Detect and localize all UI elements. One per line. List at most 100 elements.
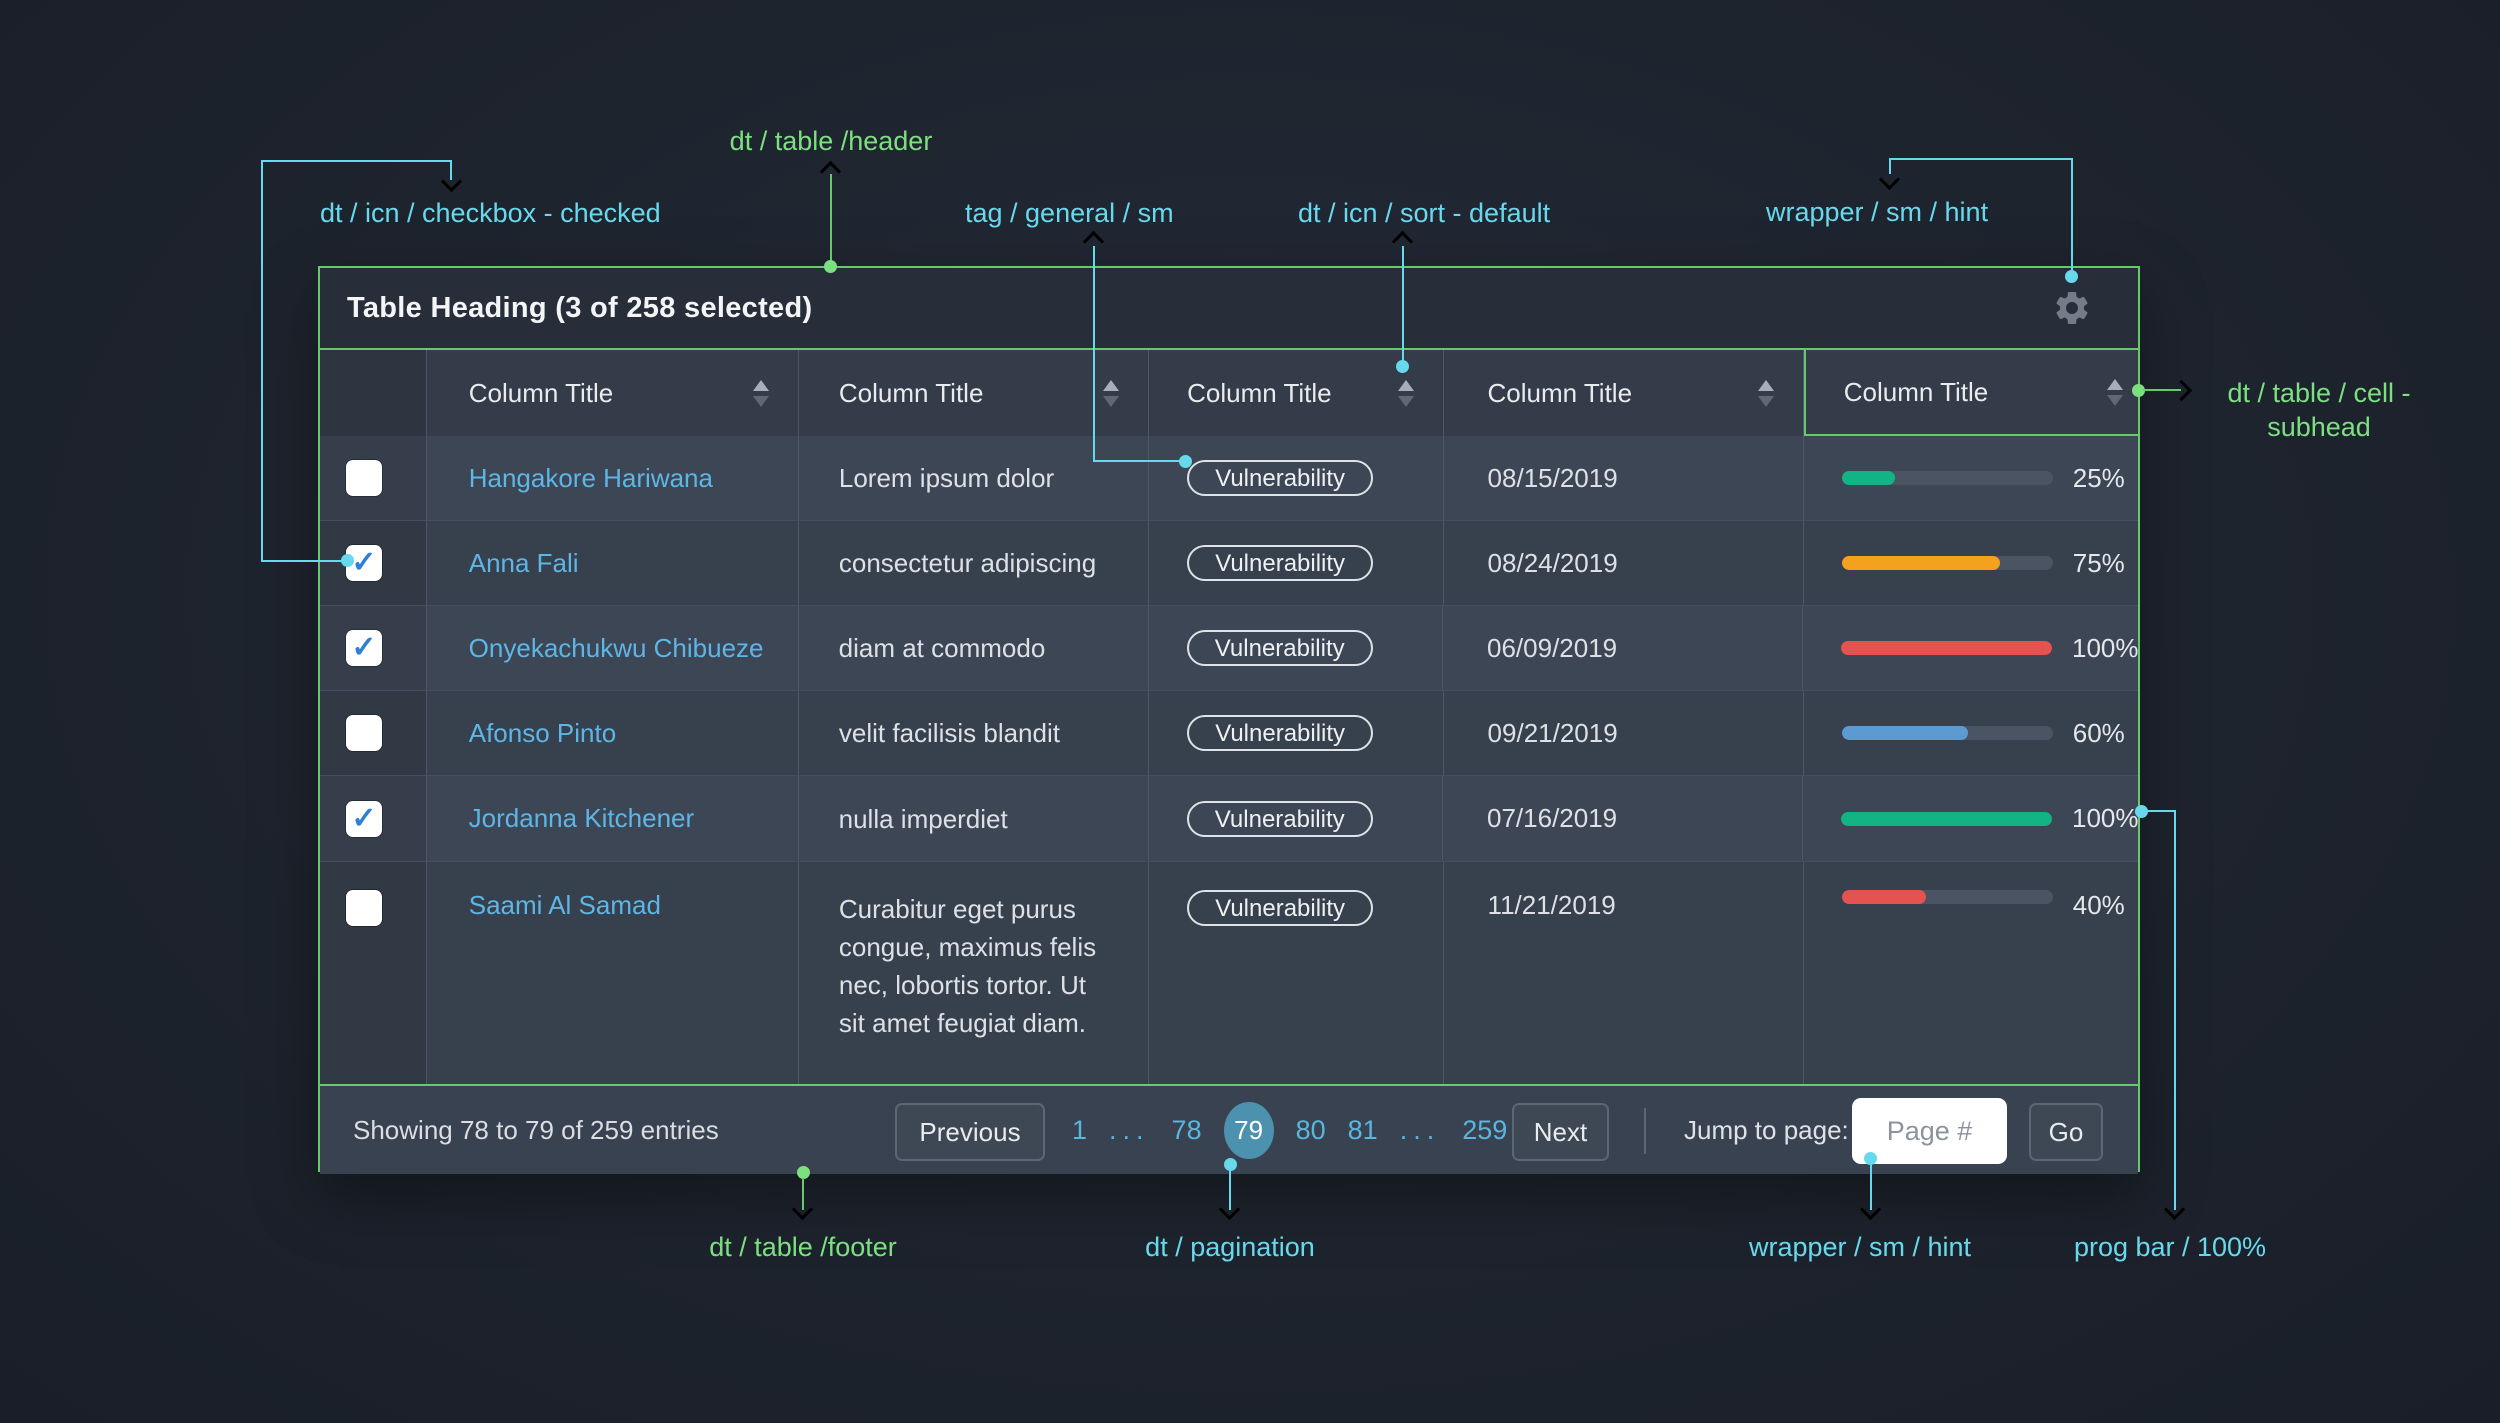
row-text: diam at commodo [838, 633, 1046, 663]
row-name-link[interactable]: Afonso Pinto [468, 717, 617, 748]
row-checkbox[interactable] [346, 890, 382, 926]
annotation-sort-default: dt / icn / sort - default [1298, 198, 1551, 228]
text-cell: consectetur adipiscing [799, 521, 1150, 605]
progress-value: 25% [2072, 462, 2125, 493]
column-title: Column Title [1843, 376, 1989, 407]
progress-cell: 75% [1804, 521, 2138, 605]
row-checkbox[interactable] [346, 715, 382, 751]
row-text: Lorem ipsum dolor [838, 463, 1055, 493]
table-row: Hangakore Hariwana Lorem ipsum dolor Vulne… [320, 436, 2138, 520]
tag-cell: Vulnerability [1149, 436, 1444, 520]
progress-cell: 100% [1803, 606, 2139, 690]
column-title: Column Title [468, 377, 614, 408]
annotation-prog-bar: prog bar / 100% [2073, 1232, 2267, 1262]
date-cell: 08/15/2019 [1444, 436, 1804, 520]
row-checkbox[interactable] [346, 460, 382, 496]
sort-icon[interactable] [1102, 379, 1120, 407]
row-name-link[interactable]: Hangakore Hariwana [468, 462, 713, 493]
row-date: 06/09/2019 [1487, 632, 1618, 663]
date-cell: 07/16/2019 [1443, 776, 1804, 861]
annotation-checkbox-checked: dt / icn / checkbox - checked [320, 198, 661, 228]
sort-icon[interactable] [2106, 378, 2124, 406]
next-button[interactable]: Next [1512, 1103, 1609, 1161]
row-text: velit facilisis blandit [838, 718, 1060, 748]
data-table: Table Heading (3 of 258 selected) Column… [318, 266, 2140, 1174]
progress-cell: 40% [1804, 862, 2138, 1089]
row-name-link[interactable]: Anna Fali [468, 547, 579, 578]
column-title: Column Title [1187, 377, 1332, 408]
row-date: 11/21/2019 [1487, 890, 1616, 920]
row-checkbox[interactable]: ✓ [346, 630, 382, 666]
progress-cell: 25% [1804, 436, 2138, 520]
name-cell: Onyekachukwu Chibueze [427, 606, 799, 690]
tag-cell: Vulnerability [1149, 776, 1443, 861]
footer-divider [1644, 1108, 1646, 1154]
progress-value: 40% [2072, 890, 2125, 920]
checkbox-cell: ✓ [320, 776, 427, 861]
checkbox-cell [320, 862, 427, 1089]
row-checkbox[interactable]: ✓ [346, 800, 382, 837]
entries-summary: Showing 78 to 79 of 259 entries [353, 1114, 719, 1145]
text-cell: Curabitur eget purus congue, maximus fel… [799, 862, 1150, 1089]
tag-pill: Vulnerability [1187, 715, 1374, 751]
tag-cell: Vulnerability [1149, 862, 1444, 1089]
column-header-4[interactable]: Column Title [1444, 350, 1804, 436]
sort-icon[interactable] [752, 379, 770, 407]
table-column-header-row: Column Title Column Title Column Title C… [320, 350, 2138, 437]
sort-icon[interactable] [1397, 379, 1415, 407]
gear-icon[interactable] [2052, 288, 2092, 328]
go-button[interactable]: Go [2029, 1103, 2103, 1161]
column-header-5-subhead-highlight[interactable]: Column Title [1803, 350, 2138, 436]
page-link[interactable]: 259 [1462, 1114, 1508, 1145]
progress-bar [1841, 556, 2053, 570]
progress-value: 100% [2072, 632, 2139, 663]
page-link[interactable]: 81 [1347, 1114, 1378, 1145]
pagination-ellipsis: ... [1399, 1114, 1441, 1145]
page-number-input[interactable] [1852, 1098, 2007, 1164]
row-date: 07/16/2019 [1487, 803, 1618, 833]
row-text: Curabitur eget purus congue, maximus fel… [838, 894, 1097, 1038]
text-cell: velit facilisis blandit [799, 691, 1150, 775]
column-header-3[interactable]: Column Title [1149, 350, 1444, 436]
row-text: consectetur adipiscing [838, 548, 1097, 578]
name-cell: Afonso Pinto [427, 691, 799, 775]
row-name-link[interactable]: Saami Al Samad [468, 890, 661, 920]
page-link[interactable]: 80 [1295, 1114, 1326, 1145]
annotation-wrapper-hint-top: wrapper / sm / hint [1766, 197, 1989, 227]
annotation-cell-subhead: dt / table / cell - subhead [2227, 378, 2411, 442]
progress-value: 75% [2072, 547, 2125, 578]
date-cell: 11/21/2019 [1444, 862, 1804, 1089]
pagination-ellipsis: ... [1109, 1114, 1150, 1145]
progress-cell: 60% [1804, 691, 2138, 775]
progress-bar [1841, 641, 2053, 655]
column-header-1[interactable]: Column Title [427, 350, 799, 436]
tag-pill: Vulnerability [1186, 800, 1373, 837]
row-date: 08/24/2019 [1487, 547, 1618, 578]
progress-value: 100% [2072, 803, 2139, 833]
annotation-wrapper-hint-bottom: wrapper / sm / hint [1748, 1232, 1972, 1262]
row-name-link[interactable]: Jordanna Kitchener [468, 803, 695, 833]
page-link[interactable]: 78 [1171, 1114, 1202, 1145]
annotation-table-footer: dt / table /footer [709, 1232, 897, 1262]
checkbox-cell [320, 691, 427, 775]
annotation-table-header: dt / table /header [729, 126, 933, 156]
text-cell: Lorem ipsum dolor [799, 436, 1150, 520]
current-page-badge[interactable]: 79 [1223, 1101, 1274, 1159]
previous-button[interactable]: Previous [895, 1103, 1045, 1161]
sort-icon[interactable] [1757, 379, 1775, 407]
progress-bar [1841, 811, 2053, 826]
annotation-pagination: dt / pagination [1145, 1232, 1315, 1262]
row-name-link[interactable]: Onyekachukwu Chibueze [468, 632, 764, 663]
arrow-down-icon [791, 1198, 814, 1221]
name-cell: Anna Fali [427, 521, 799, 605]
tag-pill: Vulnerability [1187, 545, 1374, 581]
tag-cell: Vulnerability [1149, 606, 1443, 690]
column-title: Column Title [1487, 377, 1633, 408]
column-header-2[interactable]: Column Title [799, 350, 1150, 436]
page-link[interactable]: 1 [1072, 1114, 1088, 1145]
table-row: ✓ Onyekachukwu Chibueze diam at commodo Vul… [320, 605, 2139, 690]
